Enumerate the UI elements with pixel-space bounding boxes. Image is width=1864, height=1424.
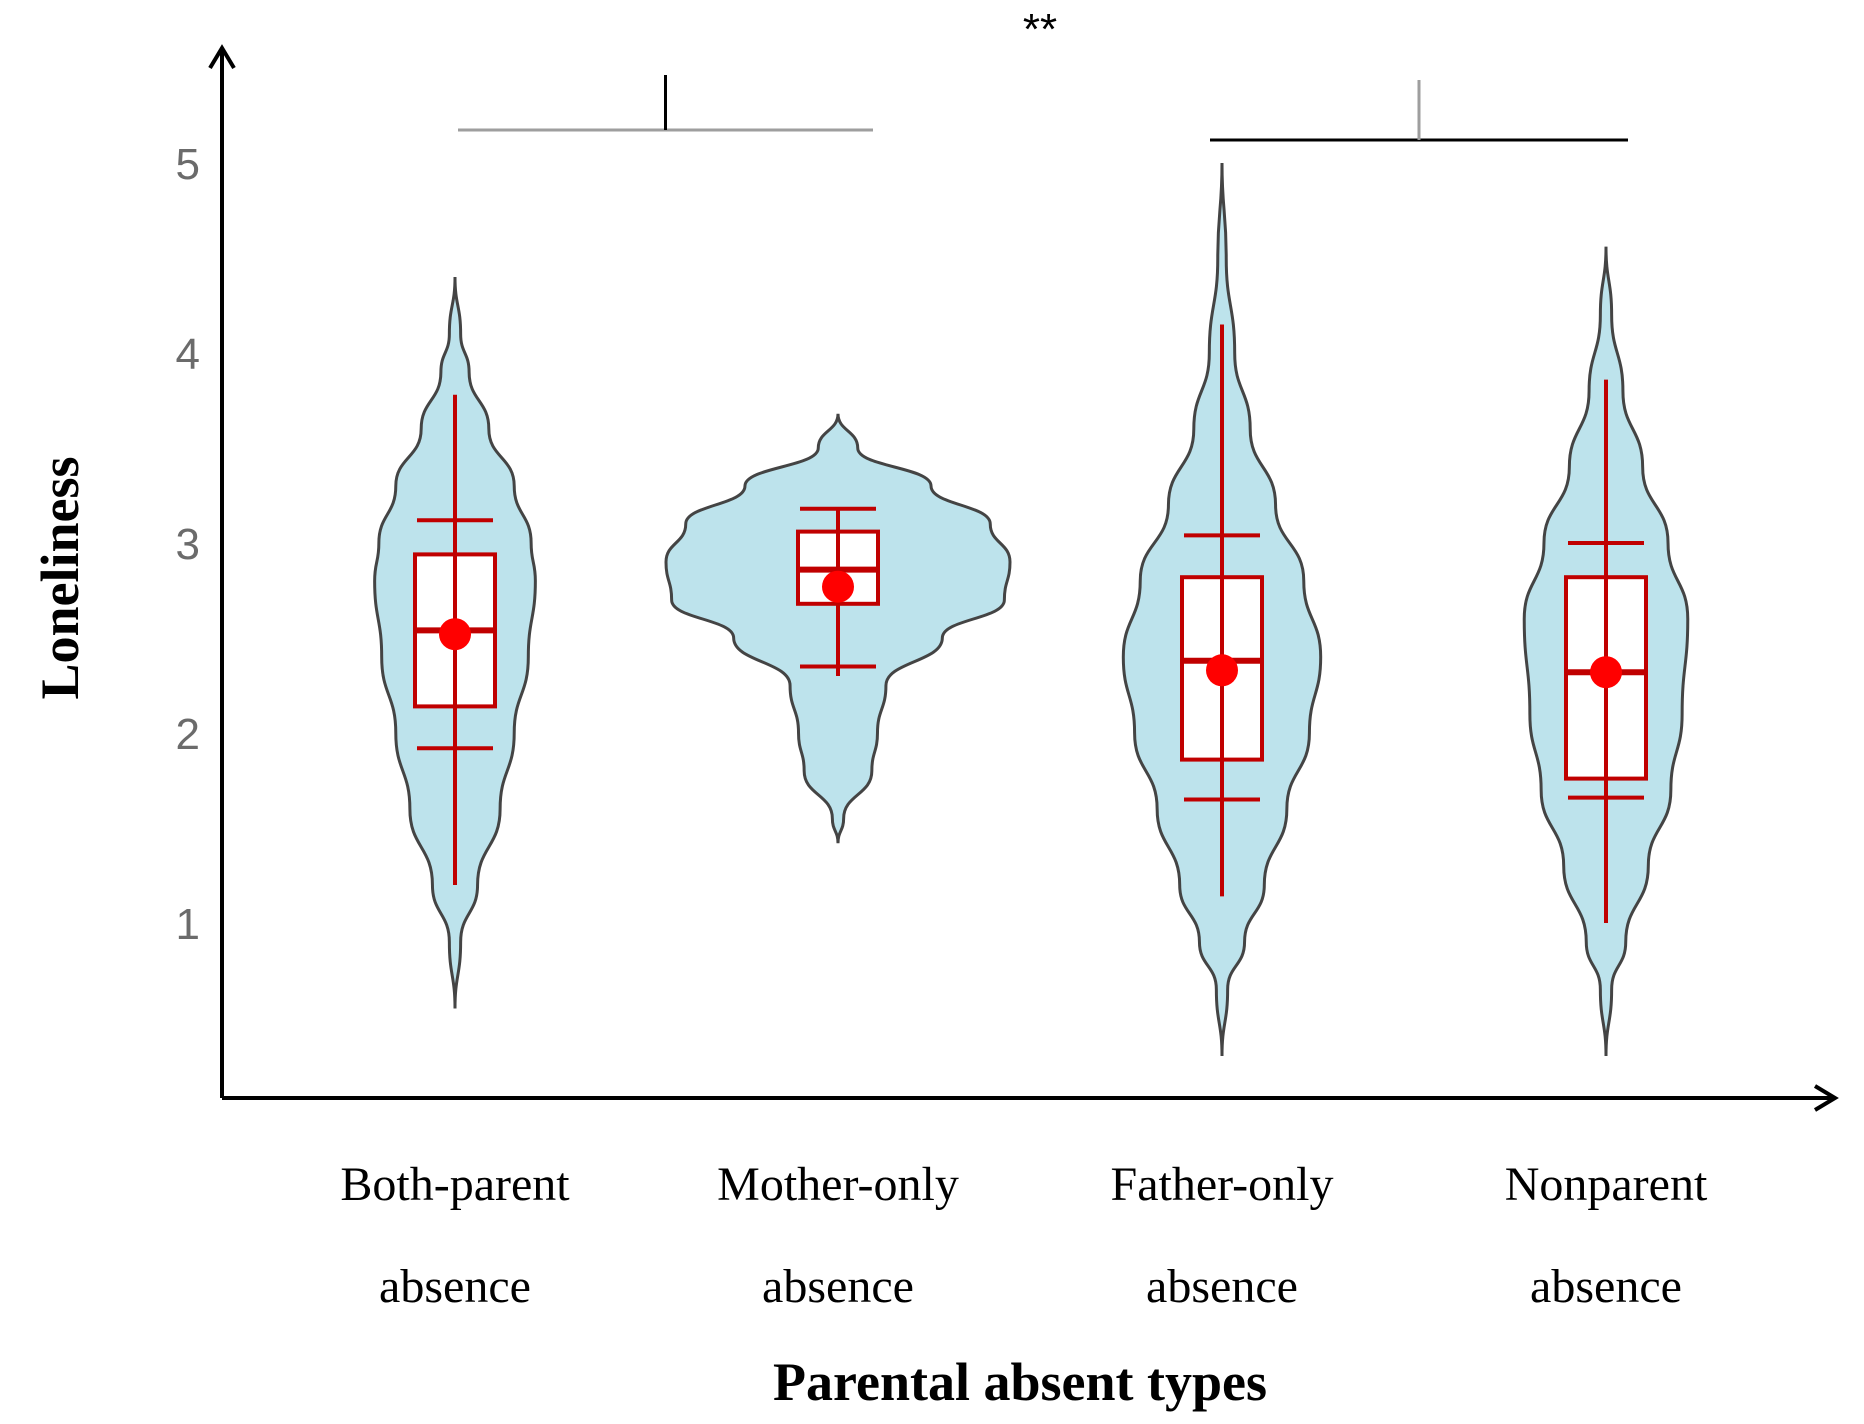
category-label-line2: absence: [1530, 1260, 1682, 1313]
mean-point: [1590, 656, 1622, 689]
y-tick-label: 2: [176, 710, 200, 759]
category-label-line2: absence: [1146, 1260, 1298, 1313]
y-tick-label: 4: [176, 330, 200, 379]
category-label-line1: Both-parent: [340, 1158, 570, 1211]
category-label-line2: absence: [762, 1260, 914, 1313]
category-label-line1: Father-only: [1111, 1158, 1334, 1211]
y-tick-label: 5: [176, 140, 200, 189]
axes: [208, 44, 1839, 1112]
x-axis-title: Parental absent types: [773, 1352, 1267, 1412]
mean-point: [439, 618, 471, 651]
plot-area: [373, 75, 1690, 1057]
significance-bracket: [1210, 80, 1628, 142]
category-label-line2: absence: [379, 1260, 531, 1313]
labels: Loneliness Parental absent types 1 2 3 4 5Bo…: [30, 5, 1708, 1412]
y-axis-title: Loneliness: [30, 456, 90, 699]
category-label-line1: Nonparent: [1505, 1158, 1708, 1211]
group-4: [1522, 246, 1690, 1057]
category-label-line1: Mother-only: [717, 1158, 959, 1211]
y-tick-label: 3: [176, 520, 200, 569]
y-tick-label: 1: [176, 900, 200, 949]
x-axis-arrow: [1813, 1084, 1839, 1112]
mean-point: [822, 570, 854, 603]
mean-point: [1206, 654, 1238, 687]
significance-label: **: [1023, 5, 1057, 54]
group-1: [373, 276, 537, 1009]
group-3: [1121, 162, 1323, 1057]
group-2: [664, 413, 1012, 844]
significance-bracket: [458, 75, 873, 132]
y-axis-arrow: [208, 44, 236, 70]
